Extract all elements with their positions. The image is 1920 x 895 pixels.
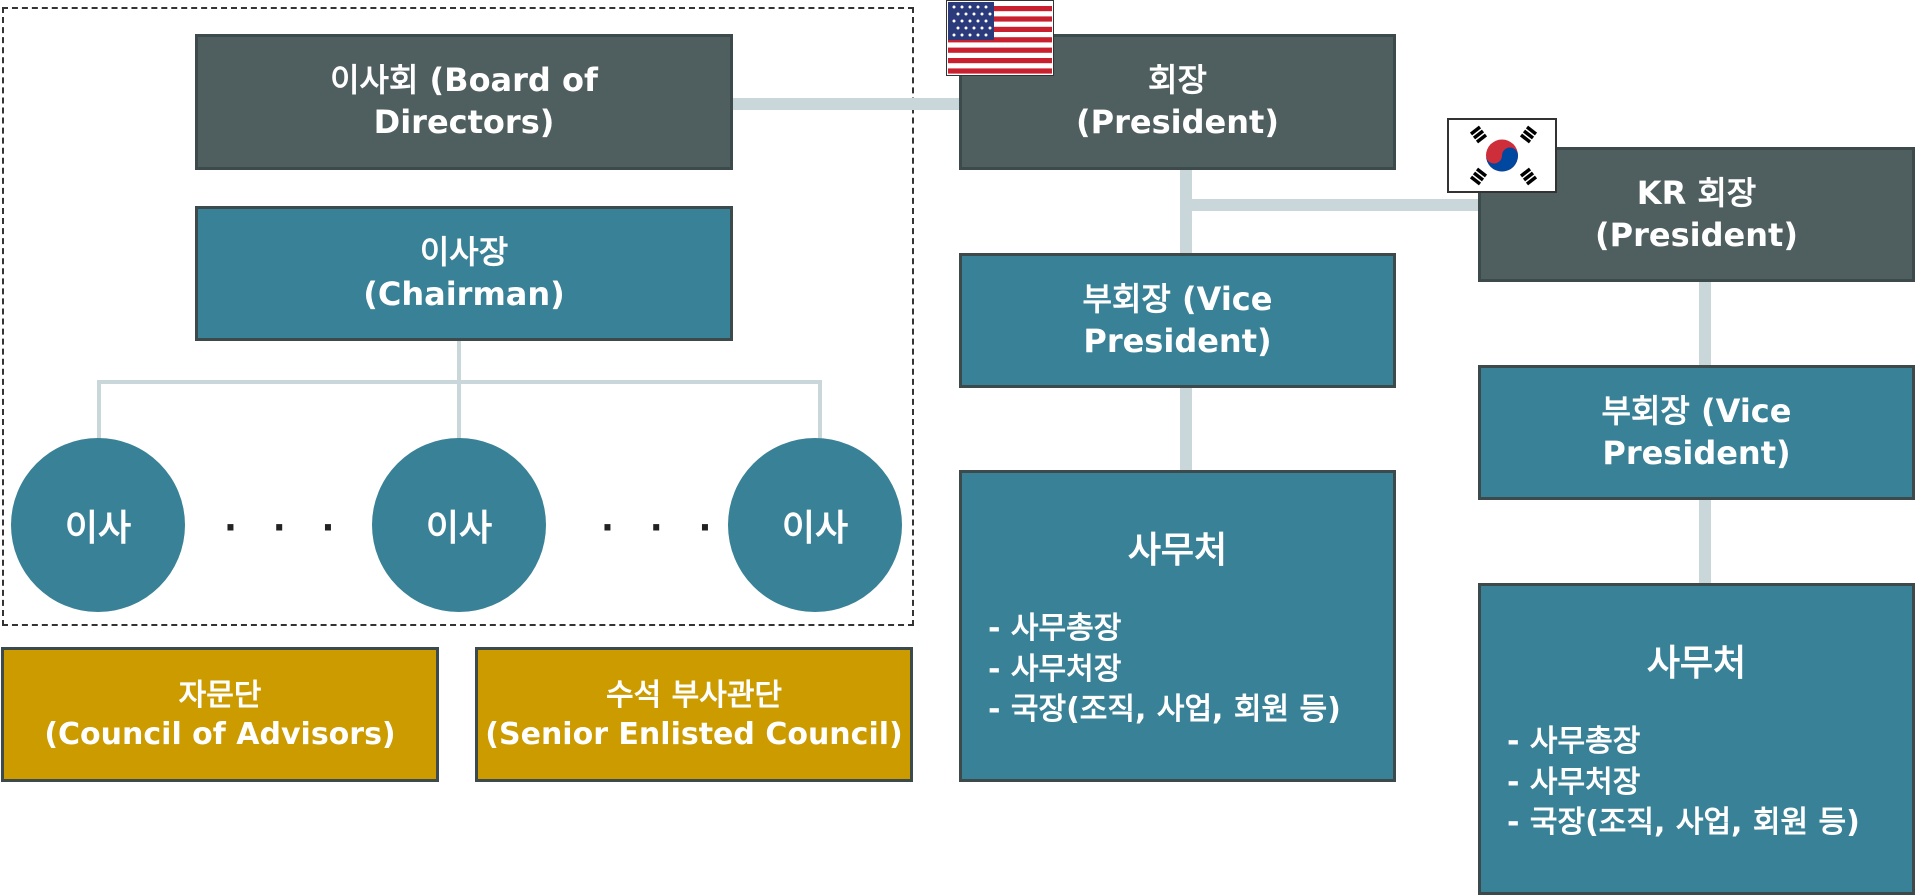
- kr-secretariat-title: 사무처: [1646, 643, 1747, 684]
- board-of-directors-box: 이사회 (Board of Directors): [195, 34, 733, 170]
- council-of-advisors-box: 자문단 (Council of Advisors): [1, 647, 439, 782]
- secretariat-item: - 국장(조직, 사업, 회원 등): [988, 692, 1341, 727]
- president-label-line2: (President): [1076, 103, 1279, 141]
- kr-president-box: KR 회장 (President): [1478, 147, 1915, 282]
- chairman-label-line1: 이사장: [419, 232, 509, 271]
- ellipsis-2: · · ·: [601, 508, 724, 548]
- kr-president-vp-connector: [1699, 280, 1711, 366]
- kr-president-label-line2: (President): [1595, 215, 1798, 254]
- president-box: 회장 (President): [959, 34, 1396, 170]
- kr-vp-label-line2: President): [1602, 433, 1791, 472]
- secretariat-box: 사무처 - 사무총장 - 사무처장 - 국장(조직, 사업, 회원 등): [959, 470, 1396, 782]
- board-label-line2: Directors): [373, 103, 555, 141]
- chairman-stem: [457, 339, 461, 383]
- ellipsis-1: · · ·: [224, 508, 347, 548]
- director-label: 이사: [781, 508, 849, 549]
- vp-label-line1: 부회장 (Vice: [1082, 279, 1273, 318]
- kr-president-label-line1: KR 회장: [1636, 173, 1757, 212]
- kr-secretariat-box: 사무처 - 사무총장 - 사무처장 - 국장(조직, 사업, 회원 등): [1478, 583, 1915, 895]
- president-vp-connector: [1180, 166, 1192, 256]
- vice-president-box: 부회장 (Vice President): [959, 253, 1396, 388]
- kr-secretariat-item: - 사무총장: [1507, 724, 1641, 759]
- secretariat-list: - 사무총장 - 사무처장 - 국장(조직, 사업, 회원 등): [988, 609, 1341, 731]
- kr-vp-office-connector: [1699, 497, 1711, 586]
- director-node-3: 이사: [728, 438, 902, 612]
- board-label-line1: 이사회 (Board of: [330, 61, 598, 100]
- senior-label-line1: 수석 부사관단: [605, 677, 783, 713]
- secretariat-item: - 사무처장: [988, 651, 1122, 687]
- board-president-connector: [732, 98, 964, 110]
- vp-office-connector: [1180, 385, 1192, 472]
- advisors-label-line1: 자문단: [178, 677, 262, 713]
- director-branch-right: [818, 380, 822, 440]
- director-branch-left: [97, 380, 101, 440]
- chairman-label-line2: (Chairman): [363, 274, 565, 313]
- kr-vp-label-line1: 부회장 (Vice: [1601, 391, 1792, 430]
- director-label: 이사: [425, 508, 493, 549]
- vp-label-line2: President): [1083, 321, 1272, 360]
- board-group-outline: [2, 7, 914, 626]
- senior-label-line2: (Senior Enlisted Council): [485, 716, 903, 752]
- director-label: 이사: [64, 508, 132, 549]
- secretariat-title: 사무처: [1127, 530, 1228, 571]
- chairman-box: 이사장 (Chairman): [195, 206, 733, 341]
- president-kr-connector: [1186, 199, 1480, 211]
- director-node-1: 이사: [11, 438, 185, 612]
- director-branch-center: [457, 380, 461, 440]
- kr-secretariat-item: - 사무처장: [1507, 764, 1641, 800]
- director-node-2: 이사: [372, 438, 546, 612]
- us-flag-icon: [945, 0, 1055, 77]
- president-label-line1: 회장: [1148, 61, 1207, 100]
- kr-flag-icon: [1447, 118, 1557, 193]
- kr-vice-president-box: 부회장 (Vice President): [1478, 365, 1915, 500]
- kr-secretariat-list: - 사무총장 - 사무처장 - 국장(조직, 사업, 회원 등): [1507, 722, 1860, 844]
- secretariat-item: - 사무총장: [988, 611, 1122, 646]
- advisors-label-line2: (Council of Advisors): [44, 716, 396, 752]
- kr-secretariat-item: - 국장(조직, 사업, 회원 등): [1507, 805, 1860, 840]
- senior-enlisted-council-box: 수석 부사관단 (Senior Enlisted Council): [475, 647, 913, 782]
